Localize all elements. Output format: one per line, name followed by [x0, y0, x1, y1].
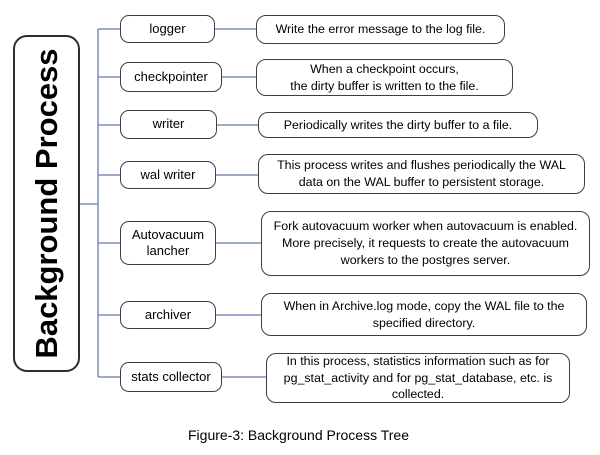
desc-autovacuum-lancher-text: Fork autovacuum worker when autovacuum i… [273, 219, 578, 267]
desc-stats-collector-text: In this process, statistics information … [283, 353, 553, 402]
node-archiver: archiver [120, 301, 216, 329]
node-writer-label: writer [152, 116, 185, 132]
root-node-label: Background Process [28, 48, 64, 359]
node-checkpointer-label: checkpointer [134, 68, 208, 84]
node-wal-writer: wal writer [120, 161, 216, 189]
node-writer: writer [120, 110, 217, 139]
node-autovacuum-lancher-label: Autovacuum lancher [131, 226, 205, 258]
node-wal-writer-label: wal writer [140, 166, 196, 182]
node-autovacuum-lancher: Autovacuum lancher [120, 221, 216, 265]
desc-checkpointer-text: When a checkpoint occurs, the dirty buff… [290, 61, 479, 93]
node-logger: logger [120, 15, 215, 43]
desc-writer-text: Periodically writes the dirty buffer to … [283, 117, 513, 132]
desc-archiver-text: When in Archive.log mode, copy the WAL f… [283, 298, 565, 330]
node-stats-collector: stats collector [120, 362, 222, 392]
node-checkpointer: checkpointer [120, 62, 222, 92]
desc-stats-collector: In this process, statistics information … [266, 353, 570, 403]
node-stats-collector-label: stats collector [131, 368, 211, 384]
desc-checkpointer: When a checkpoint occurs, the dirty buff… [256, 59, 513, 96]
node-logger-label: logger [149, 20, 186, 36]
desc-logger-text: Write the error message to the log file. [275, 22, 486, 37]
node-archiver-label: archiver [144, 306, 192, 322]
desc-wal-writer-text: This process writes and flushes periodic… [277, 158, 566, 189]
desc-wal-writer: This process writes and flushes periodic… [258, 154, 585, 194]
desc-archiver: When in Archive.log mode, copy the WAL f… [261, 293, 587, 336]
desc-logger: Write the error message to the log file. [256, 15, 505, 44]
root-node-background-process: Background Process [13, 35, 80, 372]
figure-caption: Figure-3: Background Process Tree [188, 427, 409, 443]
desc-writer: Periodically writes the dirty buffer to … [258, 112, 538, 138]
desc-autovacuum-lancher: Fork autovacuum worker when autovacuum i… [261, 211, 590, 276]
